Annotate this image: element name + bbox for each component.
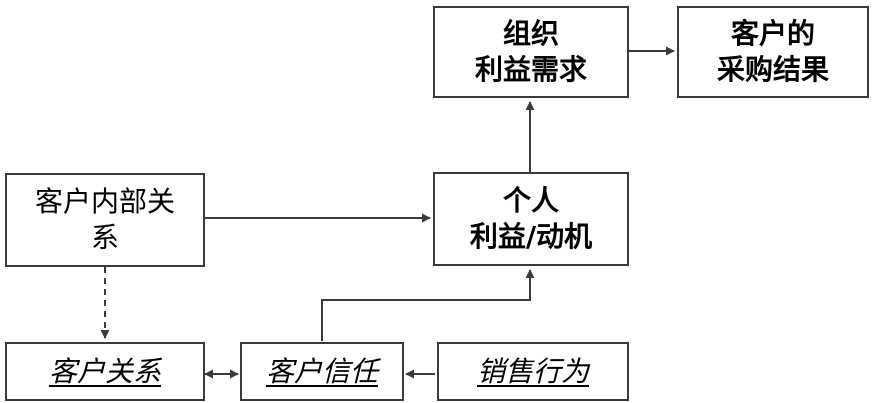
customer-internal-line1: 客户内部关 <box>34 185 175 219</box>
customer-trust-box: 客户信任 <box>240 342 404 401</box>
personal-interest-line2: 利益/动机 <box>469 220 593 253</box>
sales-behavior-box: 销售行为 <box>437 342 629 401</box>
purchase-result-box: 客户的 采购结果 <box>677 6 869 98</box>
personal-interest-box: 个人 利益/动机 <box>433 172 629 266</box>
org-needs-line2: 利益需求 <box>474 53 587 86</box>
personal-interest-line1: 个人 <box>502 184 559 218</box>
customer-internal-line2: 系 <box>90 221 119 254</box>
customer-trust-label: 客户信任 <box>265 354 378 388</box>
arrow-trust-to-personal <box>321 269 535 341</box>
purchase-result-line2: 采购结果 <box>716 53 829 86</box>
purchase-result-line1: 客户的 <box>730 17 815 51</box>
customer-internal-box: 客户内部关 系 <box>5 173 205 267</box>
customer-relationship-label: 客户关系 <box>48 354 161 388</box>
org-needs-box: 组织 利益需求 <box>433 6 629 98</box>
sales-behavior-label: 销售行为 <box>476 354 589 388</box>
customer-relationship-box: 客户关系 <box>5 342 205 401</box>
org-needs-line1: 组织 <box>502 17 559 51</box>
